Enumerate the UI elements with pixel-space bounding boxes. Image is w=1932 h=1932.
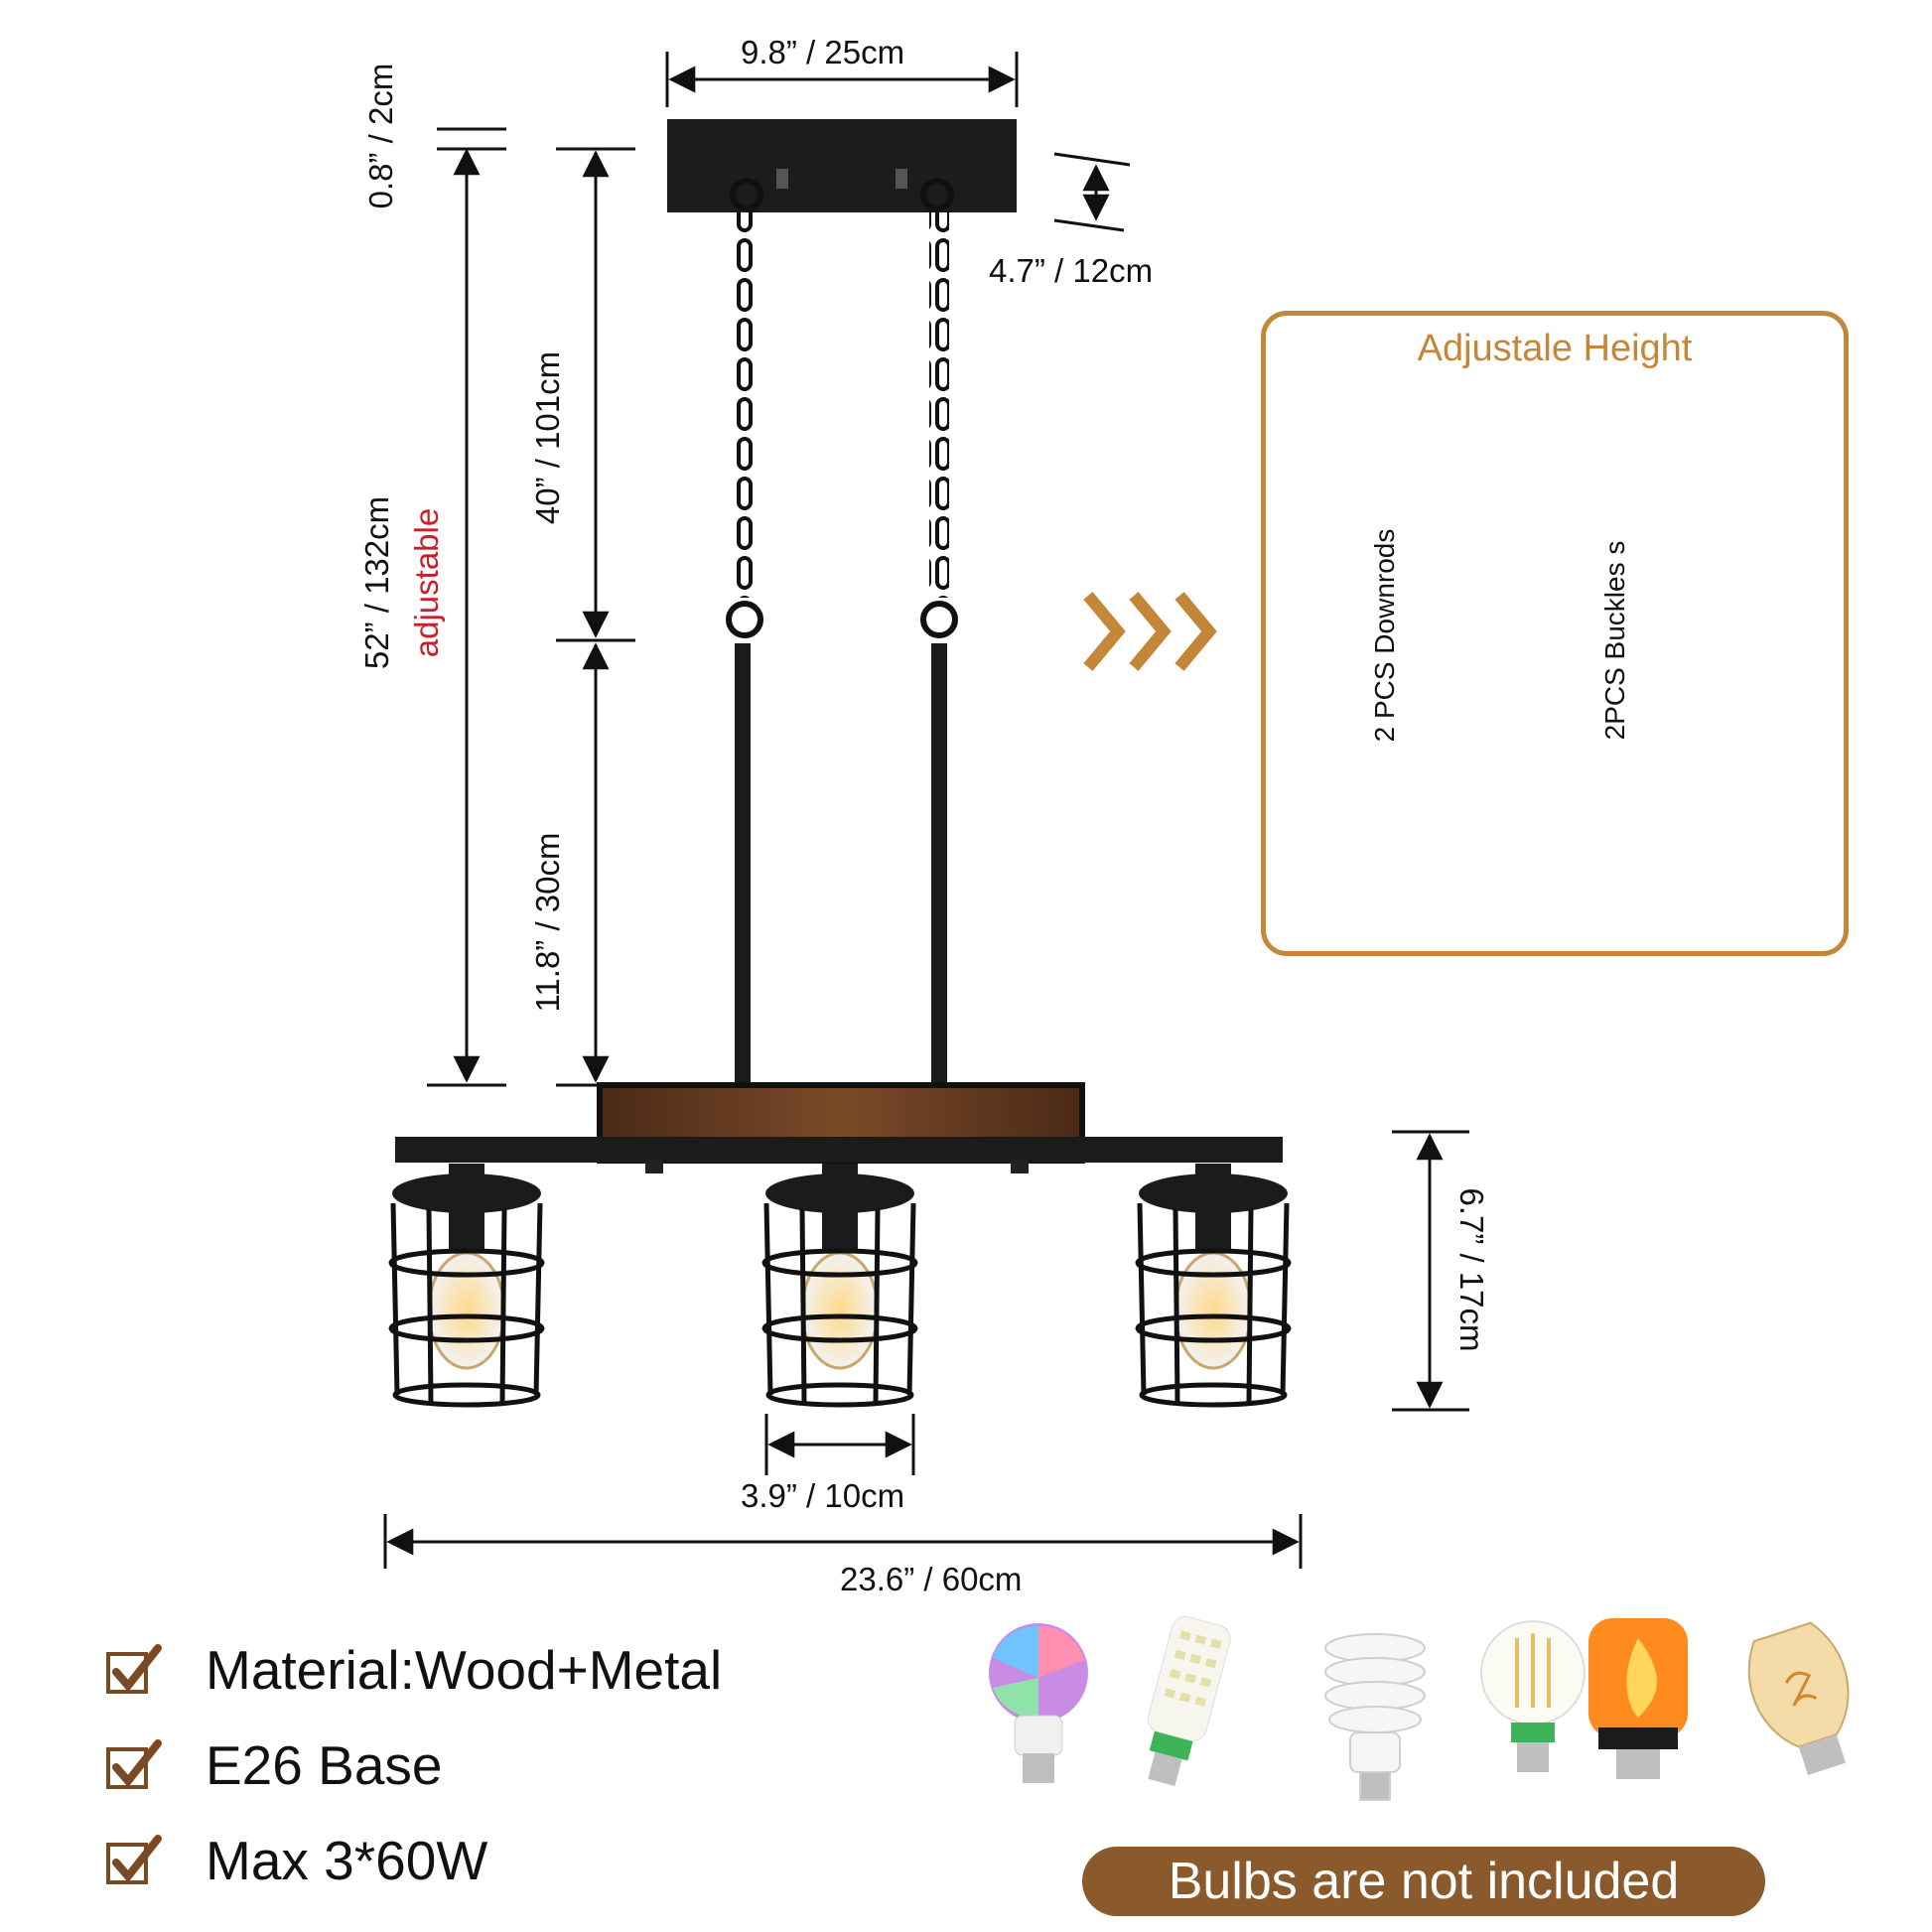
dim-shade-width: 3.9” / 10cm xyxy=(741,1477,905,1514)
adjustable-height-panel xyxy=(1261,311,1849,956)
cage-shade-center xyxy=(761,1164,918,1408)
dim-rod-length: 11.8” / 30cm xyxy=(529,832,566,1013)
checkmark-icon xyxy=(104,1640,164,1700)
chevrons-arrow xyxy=(1083,592,1217,671)
dim-canopy-thickness: 0.8” / 2cm xyxy=(362,63,399,209)
spec-material-text: Material:Wood+Metal xyxy=(206,1639,723,1701)
dim-top-width: 9.8” / 25cm xyxy=(741,34,905,70)
bulbs-not-included-badge: Bulbs are not included xyxy=(1082,1847,1765,1916)
canopy xyxy=(667,119,1017,212)
cage-shade-left xyxy=(388,1164,545,1408)
buckles-label: 2PCS Buckles s xyxy=(1599,540,1630,741)
checkmark-icon xyxy=(104,1831,164,1890)
bulb-cfl-spiral-icon xyxy=(1324,1633,1426,1801)
spec-wattage: Max 3*60W xyxy=(104,1829,487,1892)
spec-base: E26 Base xyxy=(104,1733,443,1797)
metal-arm xyxy=(395,1137,1283,1163)
dim-shade-height: 6.7” / 17cm xyxy=(1453,1187,1490,1352)
panel-title: Adjustale Height xyxy=(1417,328,1693,369)
chain-right xyxy=(929,210,949,598)
spec-material: Material:Wood+Metal xyxy=(104,1638,722,1702)
dim-total-height: 52” / 132cm xyxy=(358,495,395,670)
cage-shade-right xyxy=(1135,1164,1292,1408)
bulb-edison-vintage-icon xyxy=(1747,1621,1850,1775)
dim-canopy-height: 4.7” / 12cm xyxy=(989,252,1154,289)
downrods-label: 2 PCS Downrods xyxy=(1369,528,1400,743)
spec-wattage-text: Max 3*60W xyxy=(206,1830,488,1891)
chain-left xyxy=(735,210,755,598)
dim-adjustable-note: adjustable xyxy=(408,507,445,658)
bulb-flame-effect-icon xyxy=(1588,1618,1688,1779)
dim-total-width: 23.6” / 60cm xyxy=(840,1561,1023,1597)
downrod-right xyxy=(931,643,947,1085)
downrod-left xyxy=(735,643,751,1085)
spec-base-text: E26 Base xyxy=(206,1734,443,1796)
dim-chain-length: 40” / 101cm xyxy=(529,350,566,525)
bulb-rgb-icon xyxy=(989,1623,1088,1783)
bulb-corn-led-icon xyxy=(1147,1615,1231,1786)
checkmark-icon xyxy=(104,1735,164,1795)
bulb-filament-clear-icon xyxy=(1480,1620,1586,1772)
